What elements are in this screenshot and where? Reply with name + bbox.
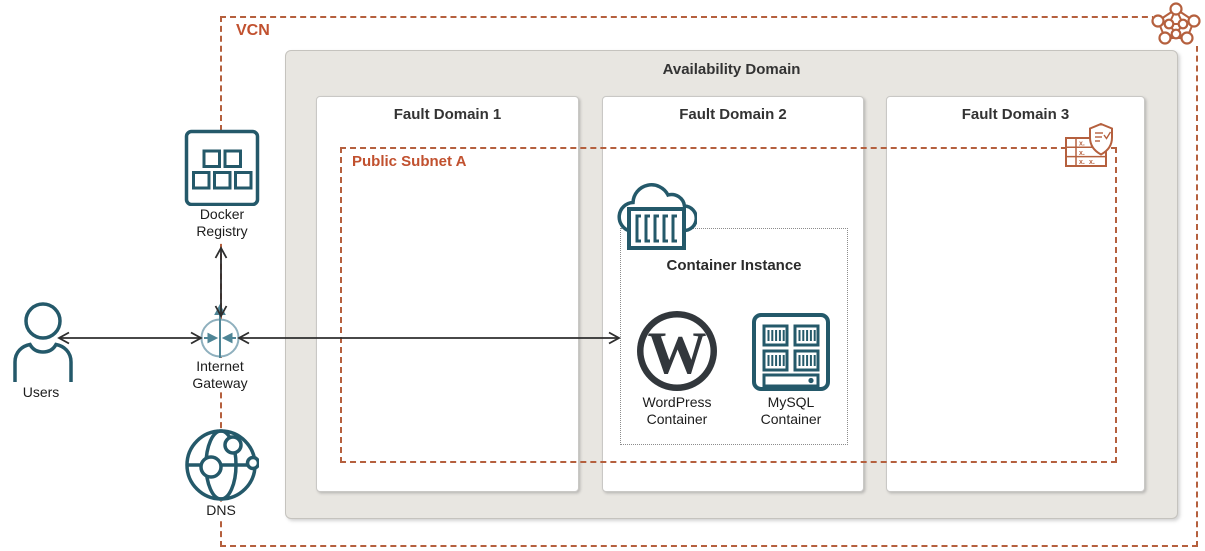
arrow-registry-gateway — [214, 246, 228, 318]
fault-domain-2-box: Fault Domain 2 — [602, 96, 864, 492]
fault-domain-1-title: Fault Domain 1 — [393, 106, 502, 123]
security-list-icon: x. x. x. x. — [1065, 122, 1113, 167]
vcn-icon — [1151, 2, 1201, 46]
svg-text:x.: x. — [1089, 159, 1095, 166]
fault-domain-2-title: Fault Domain 2 — [679, 106, 787, 123]
wordpress-label: WordPress Container — [642, 394, 712, 427]
svg-text:W: W — [647, 320, 707, 386]
docker-registry-label: Docker Registry — [172, 206, 272, 240]
fault-domain-1-box: Fault Domain 1 — [316, 96, 579, 492]
users-icon — [13, 302, 73, 382]
svg-text:x.: x. — [1079, 150, 1085, 157]
container-instance-title: Container Instance — [666, 257, 802, 274]
internet-gateway-label: Internet Gateway — [170, 358, 270, 392]
wordpress-icon: W — [637, 311, 717, 391]
public-subnet-boundary — [340, 147, 1117, 463]
container-cloud-icon — [617, 183, 697, 250]
svg-text:x.: x. — [1079, 159, 1085, 166]
vcn-label: VCN — [236, 22, 270, 39]
arrow-gateway-container — [237, 331, 621, 345]
users-label: Users — [22, 384, 60, 400]
svg-text:x.: x. — [1079, 141, 1085, 148]
mysql-label: MySQL Container — [760, 394, 822, 427]
fault-domain-3-title: Fault Domain 3 — [961, 106, 1070, 123]
arrow-users-gateway — [57, 331, 203, 345]
public-subnet-label: Public Subnet A — [352, 153, 467, 170]
mysql-database-icon — [752, 313, 830, 391]
dns-icon — [185, 429, 259, 501]
docker-registry-icon — [184, 129, 260, 207]
availability-domain-title: Availability Domain — [662, 61, 801, 78]
container-instance-box — [620, 228, 848, 445]
dns-label: DNS — [181, 502, 261, 519]
